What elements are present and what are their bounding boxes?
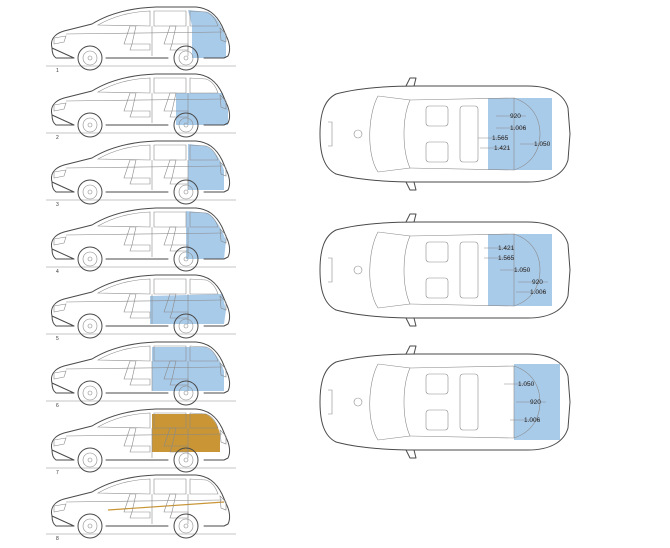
side-view-2: 2	[45, 73, 237, 141]
cargo-floor	[488, 98, 552, 170]
side-view-number: 8	[56, 536, 59, 542]
dimension-label: 1.565	[498, 255, 515, 262]
side-view-number: 7	[56, 470, 59, 476]
side-view-number: 2	[56, 135, 59, 141]
dimension-label: 1.421	[498, 245, 515, 252]
dimension-label: 1.421	[494, 145, 511, 152]
side-view-5: 5	[45, 274, 237, 342]
dimension-label: 1.006	[510, 125, 527, 132]
side-view-1: 1	[45, 6, 237, 74]
side-view-column: 1 2 3 4 5 6 7 8	[45, 6, 237, 542]
side-view-number: 5	[56, 336, 59, 342]
dimension-label: 1.006	[524, 417, 541, 424]
dimension-label: 1.565	[492, 135, 509, 142]
side-view-8: 8	[45, 474, 237, 542]
dimension-label: 920	[510, 113, 521, 120]
side-view-7: 7	[45, 408, 237, 476]
side-view-6: 6	[45, 341, 237, 409]
top-view-column: 9201.0061.5651.4211.0501.4211.5651.05092…	[319, 77, 571, 459]
cargo-volume	[186, 211, 226, 259]
dimension-label: 1.006	[530, 289, 547, 296]
side-view-number: 4	[56, 269, 59, 275]
cargo-volume	[188, 144, 224, 190]
side-view-number: 3	[56, 202, 59, 208]
side-view-4: 4	[45, 207, 237, 275]
dimension-label: 920	[532, 279, 543, 286]
cargo-volume	[176, 93, 228, 125]
side-view-number: 6	[56, 403, 59, 409]
dimension-label: 920	[530, 399, 541, 406]
top-view-3: 1.050 920 1.006	[319, 345, 571, 459]
dimension-label: 1.050	[514, 267, 531, 274]
car-side-outline	[45, 474, 237, 539]
side-view-number: 1	[56, 68, 59, 74]
dimension-label: 1.050	[518, 381, 535, 388]
long-load-volume	[152, 414, 220, 452]
side-view-3: 3	[45, 140, 237, 208]
dimension-label: 1.050	[534, 141, 551, 148]
